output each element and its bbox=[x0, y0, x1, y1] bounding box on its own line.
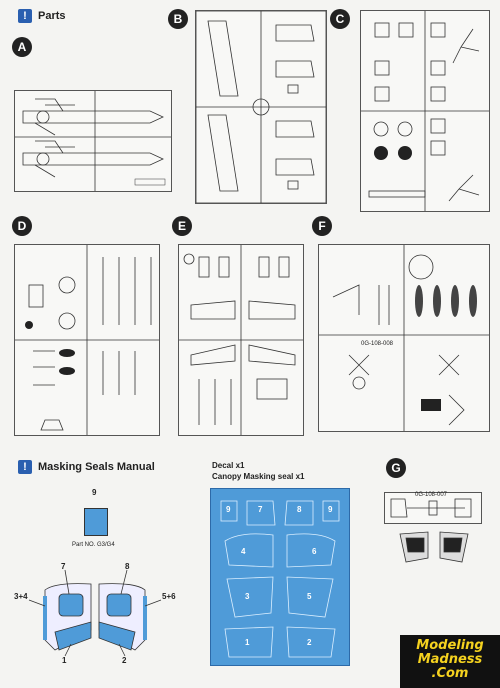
masking-title: Masking Seals Manual bbox=[38, 461, 155, 473]
decal-tile-6: 6 bbox=[312, 547, 317, 556]
masking-header: ! Masking Seals Manual bbox=[18, 460, 155, 474]
sprue-a bbox=[14, 90, 172, 192]
sprue-g-code: 0G-108-007 bbox=[415, 492, 448, 498]
part-g3-g4-window bbox=[84, 508, 108, 536]
watermark-line-2: Madness bbox=[417, 652, 483, 667]
sprue-g-canopy-parts bbox=[399, 531, 469, 563]
decal-sheet: 9 7 8 9 4 6 3 5 1 2 bbox=[210, 488, 350, 666]
sprue-b bbox=[195, 10, 327, 204]
watermark-line-1: Modeling bbox=[416, 638, 484, 653]
decal-tile-9a: 9 bbox=[226, 505, 231, 514]
sprue-letter-c: C bbox=[330, 9, 350, 29]
decal-tile-1: 1 bbox=[245, 638, 250, 647]
sprue-d-drawing bbox=[15, 245, 159, 435]
sprue-b-drawing bbox=[196, 11, 326, 203]
sprue-f-drawing bbox=[319, 245, 489, 431]
sprue-d bbox=[14, 244, 160, 436]
sprue-letter-e: E bbox=[172, 216, 192, 236]
decal-heading: Decal x1 Canopy Masking seal x1 bbox=[212, 460, 304, 482]
sprue-letter-b: B bbox=[168, 9, 188, 29]
decal-tile-4: 4 bbox=[241, 547, 246, 556]
sprue-c-drawing bbox=[361, 11, 489, 211]
decal-tile-5: 5 bbox=[307, 592, 312, 601]
decal-tile-7: 7 bbox=[258, 505, 263, 514]
sprue-c bbox=[360, 10, 490, 212]
sprue-letter-g: G bbox=[386, 458, 406, 478]
decal-sheet-outlines bbox=[220, 500, 340, 658]
sprue-g-drawing bbox=[390, 498, 472, 518]
part-label: Part NO. G3/G4 bbox=[72, 542, 115, 548]
canopy-number-1: 1 bbox=[62, 656, 67, 665]
sprue-e bbox=[178, 244, 304, 436]
watermark-line-3: .Com bbox=[431, 666, 469, 681]
part-number-9: 9 bbox=[92, 488, 97, 497]
sprue-letter-d: D bbox=[12, 216, 32, 236]
sprue-letter-a: A bbox=[12, 37, 32, 57]
canopy-number-3-4: 3+4 bbox=[14, 592, 28, 601]
canopy-number-8: 8 bbox=[125, 562, 130, 571]
decal-tile-8: 8 bbox=[297, 505, 302, 514]
exclamation-icon: ! bbox=[18, 460, 32, 474]
exclamation-icon: ! bbox=[18, 9, 32, 23]
canopy-number-2: 2 bbox=[122, 656, 127, 665]
canopy-number-7: 7 bbox=[61, 562, 66, 571]
canopy-masking-diagram bbox=[28, 569, 162, 657]
decal-tile-3: 3 bbox=[245, 592, 250, 601]
decal-line-1: Decal x1 bbox=[212, 461, 245, 470]
sprue-g: 0G-108-007 bbox=[384, 492, 482, 524]
parts-header: ! Parts bbox=[18, 9, 66, 23]
sprue-e-drawing bbox=[179, 245, 303, 435]
parts-title: Parts bbox=[38, 10, 66, 22]
canopy-number-5-6: 5+6 bbox=[162, 592, 176, 601]
watermark-logo: Modeling Madness .Com bbox=[400, 635, 500, 688]
decal-tile-2: 2 bbox=[307, 638, 312, 647]
sprue-letter-f: F bbox=[312, 216, 332, 236]
sprue-f: 0G-108-008 bbox=[318, 244, 490, 432]
decal-line-2: Canopy Masking seal x1 bbox=[212, 472, 305, 481]
sprue-a-drawing bbox=[15, 91, 171, 191]
sprue-f-code: 0G-108-008 bbox=[361, 341, 394, 347]
decal-tile-9b: 9 bbox=[328, 505, 333, 514]
